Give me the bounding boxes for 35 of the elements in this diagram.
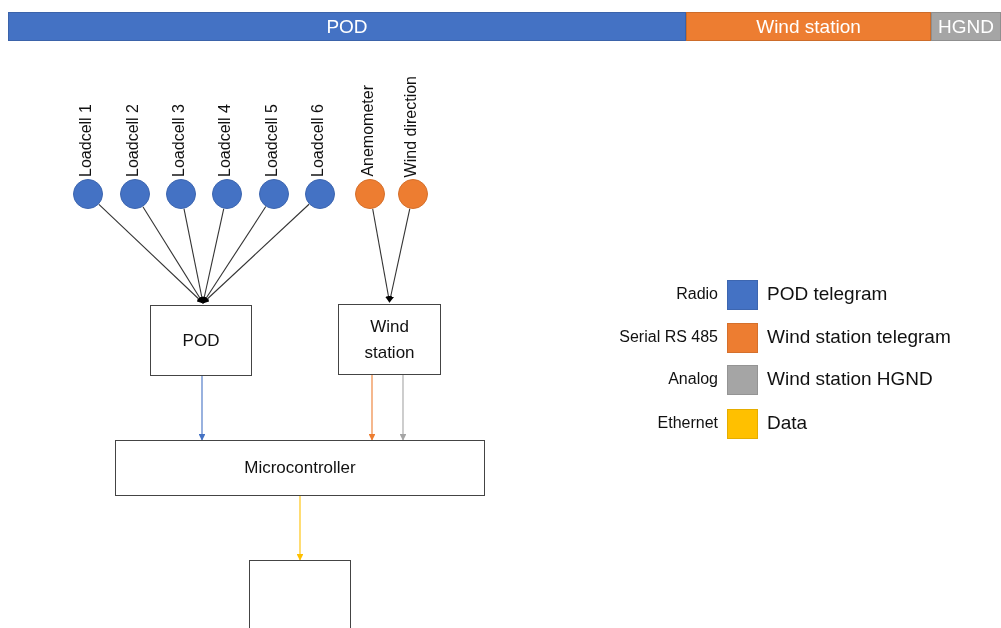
- sensor-label: Wind direction: [403, 75, 419, 177]
- legend-label: POD telegram: [767, 283, 888, 305]
- arrow: [202, 206, 267, 304]
- arrow: [387, 208, 411, 303]
- arrow: [183, 208, 206, 304]
- header-band: HGND: [931, 12, 1001, 41]
- sensor-label: Anemometer: [360, 85, 376, 177]
- arrow: [98, 203, 204, 304]
- arrow: [372, 208, 392, 303]
- legend-label: Wind station telegram: [767, 326, 951, 348]
- signal-type-label: Serial RS 485: [619, 328, 718, 346]
- arrow: [368, 374, 376, 441]
- empty-box: [249, 560, 351, 628]
- process-box: Microcontroller: [115, 440, 485, 496]
- sensor-label: Loadcell 4: [217, 104, 233, 177]
- signal-type-label: Ethernet: [657, 414, 718, 432]
- arrow: [202, 203, 310, 304]
- arrow: [296, 495, 304, 561]
- process-box: Wind station: [338, 304, 441, 375]
- header-band: POD: [8, 12, 686, 41]
- legend-label: Data: [767, 412, 808, 434]
- arrow: [142, 206, 204, 304]
- header-band: Wind station: [686, 12, 931, 41]
- signal-type-label: Radio: [676, 285, 718, 303]
- sensor-label: Loadcell 5: [264, 104, 280, 177]
- arrow: [399, 374, 407, 441]
- process-box: POD: [150, 305, 252, 376]
- arrow: [198, 375, 206, 441]
- sensor-label: Loadcell 6: [310, 104, 326, 177]
- legend-label: Wind station HGND: [767, 368, 933, 390]
- sensor-label: Loadcell 3: [171, 104, 187, 177]
- sensor-label: Loadcell 2: [125, 104, 141, 177]
- arrow: [201, 208, 225, 304]
- signal-type-label: Analog: [668, 370, 718, 388]
- sensor-label: Loadcell 1: [78, 104, 94, 177]
